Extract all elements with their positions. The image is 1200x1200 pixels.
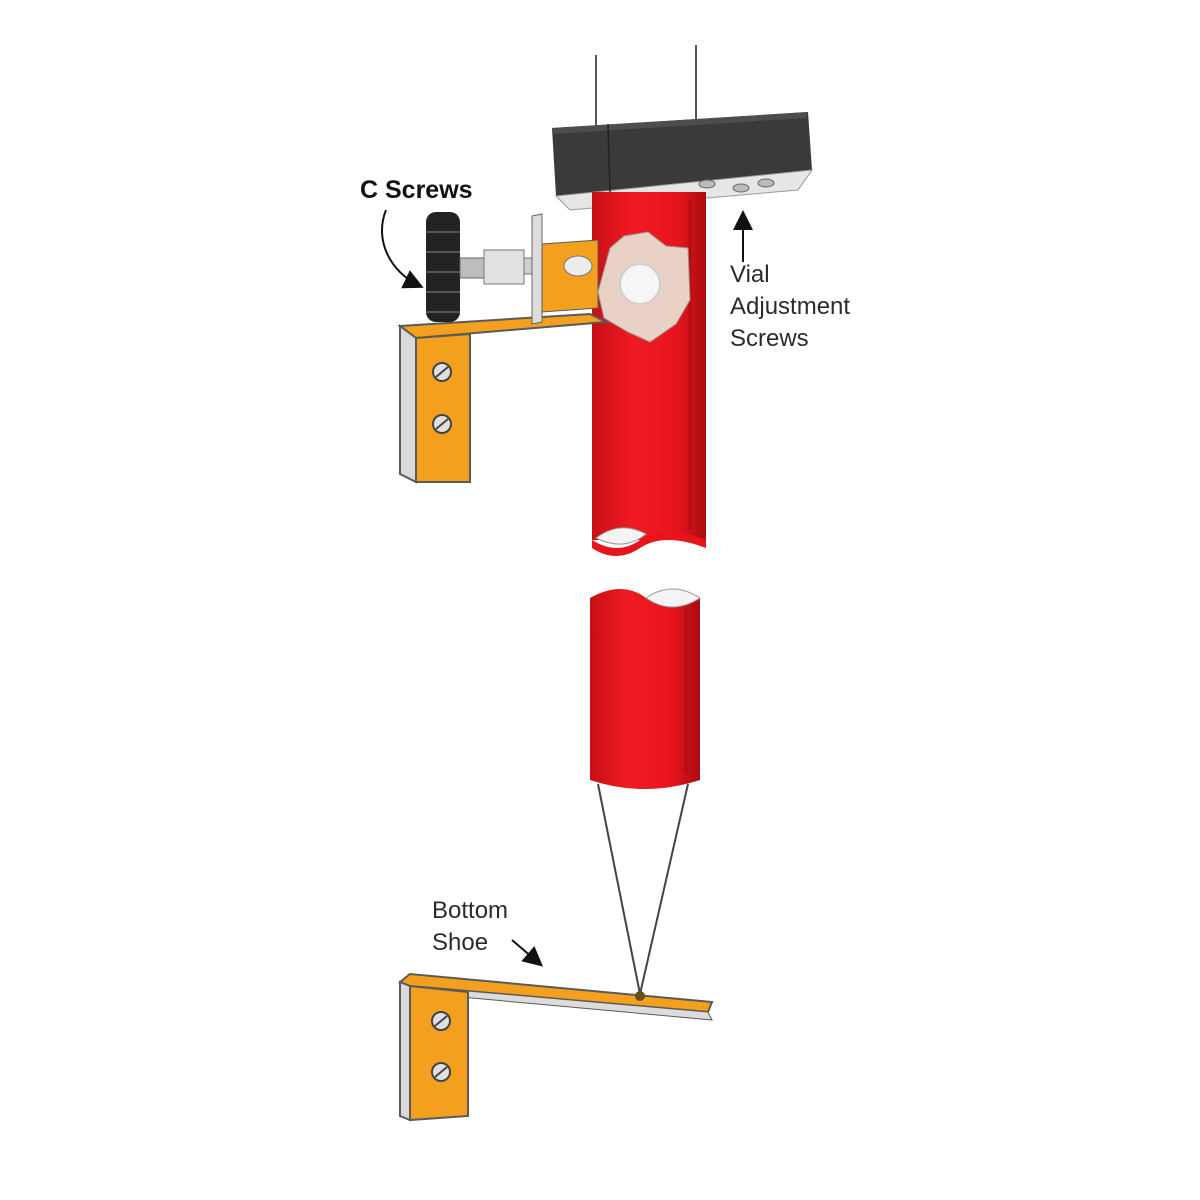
bottom-shoe [398, 972, 714, 1122]
vial-adjustment-screws [698, 178, 775, 193]
vial-label-line2: Adjustment [730, 293, 850, 320]
lower-rod [590, 588, 701, 789]
vial-label-line3: Screws [730, 325, 809, 352]
bottom-shoe-label-line1: Bottom [432, 897, 508, 924]
c-screw-assembly [426, 212, 599, 325]
bottom-shoe-label-line2: Shoe [432, 929, 488, 956]
vial-housing [597, 231, 691, 343]
bottom-shoe-arrow [511, 939, 544, 967]
plumb-line [597, 783, 689, 995]
suspension-wires [595, 45, 697, 132]
vial-label-line1: Vial [730, 261, 770, 288]
c-screws-label: C Screws [360, 176, 473, 204]
upper-bracket [397, 312, 610, 484]
c-screws-arrow [381, 209, 424, 289]
